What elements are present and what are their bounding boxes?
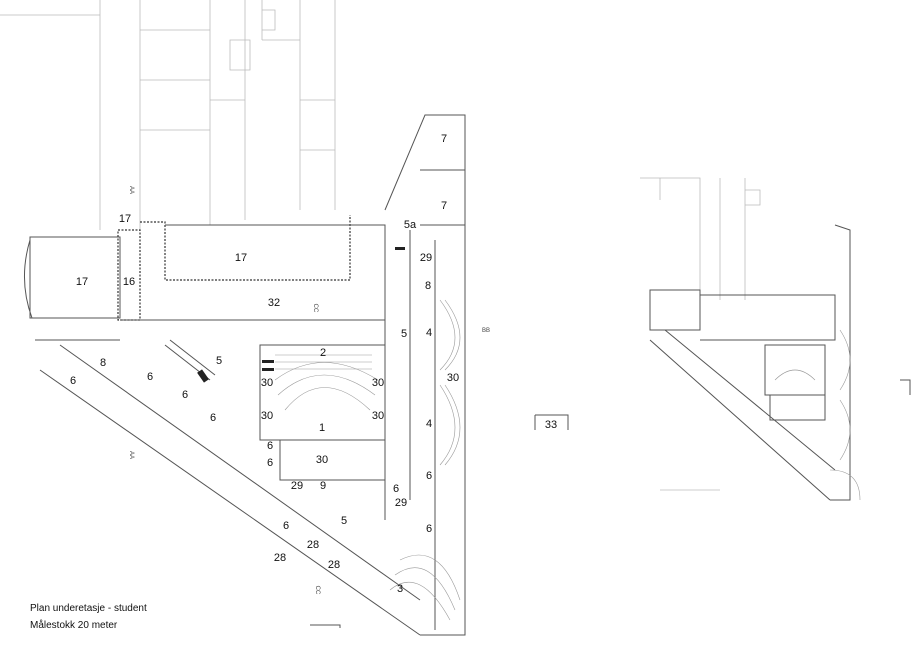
room-label: 29	[420, 252, 432, 264]
room-label: 5a	[404, 219, 417, 231]
room-label: 30	[372, 377, 384, 389]
room-label: 30	[261, 377, 273, 389]
room-label: 29	[291, 480, 303, 492]
room-label: 17	[76, 276, 88, 288]
room-label: 4	[426, 418, 432, 430]
room-label: 32	[268, 297, 280, 309]
room-label: 6	[393, 483, 399, 495]
room-label: 8	[100, 357, 106, 369]
room-label: 33	[545, 419, 557, 431]
section-mark: BB	[482, 328, 490, 334]
room-label: 2	[320, 347, 326, 359]
room-label: 29	[395, 497, 407, 509]
room-label: 28	[328, 559, 340, 571]
room-label: 17	[119, 213, 131, 225]
section-marks: AA AA CC CC BB	[128, 186, 490, 595]
room-label: 5	[401, 328, 407, 340]
room-label: 6	[267, 440, 273, 452]
room-label: 6	[182, 389, 188, 401]
room-label: 30	[372, 410, 384, 422]
main-plan	[23, 114, 569, 636]
room-label: 6	[70, 375, 76, 387]
room-label: 1	[319, 422, 325, 434]
room-label: 8	[425, 280, 431, 292]
plan-scale: Målestokk 20 meter	[30, 620, 118, 631]
room-labels: 7 7 5a 17 17 17 16 29 8 32 2 5 4 30 30 3…	[70, 133, 557, 595]
room-label: 6	[426, 470, 432, 482]
room-label: 5	[216, 355, 222, 367]
small-plan	[649, 224, 911, 501]
room-label: 30	[447, 372, 459, 384]
room-label: 9	[320, 480, 326, 492]
section-mark: CC	[312, 304, 318, 313]
room-label: 6	[426, 523, 432, 535]
room-label: 28	[274, 552, 286, 564]
room-label: 30	[316, 454, 328, 466]
room-label: 6	[210, 412, 216, 424]
room-label: 6	[283, 520, 289, 532]
section-mark: AA	[128, 451, 134, 459]
section-mark: AA	[128, 186, 134, 194]
room-label: 6	[147, 371, 153, 383]
room-label: 4	[426, 327, 432, 339]
room-label: 7	[441, 133, 447, 145]
room-label: 7	[441, 200, 447, 212]
section-mark: CC	[314, 586, 320, 595]
room-label: 30	[261, 410, 273, 422]
plan-title: Plan underetasje - student	[30, 603, 147, 614]
room-label: 6	[267, 457, 273, 469]
room-label: 5	[341, 515, 347, 527]
room-label: 28	[307, 539, 319, 551]
room-label: 3	[397, 583, 403, 595]
room-label: 16	[123, 276, 135, 288]
room-label: 17	[235, 252, 247, 264]
existing-building	[0, 0, 761, 300]
